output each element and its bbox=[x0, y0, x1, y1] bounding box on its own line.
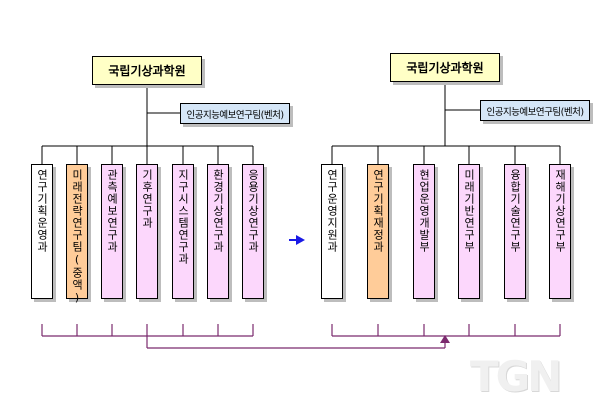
left-sub-team-label: 인공지능예보연구팀(벤처) bbox=[186, 109, 284, 121]
left-unit-label: 연구기획운영과 bbox=[35, 169, 49, 253]
left-org-title: 국립기상과학원 bbox=[108, 64, 186, 78]
left-unit-label: 응용기상연구과 bbox=[246, 169, 260, 253]
left-unit-label: 지구시스템연구과 bbox=[176, 169, 190, 265]
left-unit-box: 지구시스템연구과 bbox=[172, 164, 194, 299]
right-unit-box: 연구운영지원과 bbox=[321, 164, 343, 299]
right-unit-box: 융합기술연구부 bbox=[504, 164, 526, 299]
left-sub-team-box: 인공지능예보연구팀(벤처) bbox=[180, 103, 290, 124]
right-unit-box: 현업운영개발부 bbox=[413, 164, 435, 299]
tgn-watermark: TGN bbox=[470, 352, 562, 401]
left-unit-box: 환경기상연구과 bbox=[207, 164, 229, 299]
right-unit-box: 미래기반연구부 bbox=[458, 164, 480, 299]
right-org-title-box: 국립기상과학원 bbox=[390, 53, 500, 82]
left-unit-label: 관측예보연구과 bbox=[105, 169, 119, 253]
right-unit-label: 연구기획재정과 bbox=[371, 169, 385, 253]
bracket-link-arrowhead bbox=[440, 335, 450, 343]
right-unit-label: 연구운영지원과 bbox=[325, 169, 339, 253]
left-unit-label: 환경기상연구과 bbox=[211, 169, 225, 253]
left-unit-label: 미래전략연구팀(중액) bbox=[70, 169, 84, 305]
right-unit-label: 재해기상연구부 bbox=[553, 169, 567, 253]
right-unit-label: 미래기반연구부 bbox=[462, 169, 476, 253]
right-unit-box: 연구기획재정과 bbox=[367, 164, 389, 299]
left-unit-box: 관측예보연구과 bbox=[101, 164, 123, 299]
right-sub-team-box: 인공지능예보연구팀(벤처) bbox=[480, 100, 590, 121]
left-unit-box: 응용기상연구과 bbox=[242, 164, 264, 299]
left-unit-box: 연구기획운영과 bbox=[31, 164, 53, 299]
right-unit-box: 재해기상연구부 bbox=[549, 164, 571, 299]
left-org-title-box: 국립기상과학원 bbox=[92, 56, 202, 85]
left-unit-label: 기후연구과 bbox=[140, 169, 154, 229]
right-unit-label: 융합기술연구부 bbox=[508, 169, 522, 253]
left-unit-box: 미래전략연구팀(중액) bbox=[66, 164, 88, 305]
right-org-title: 국립기상과학원 bbox=[406, 61, 484, 75]
right-arrow-icon bbox=[296, 235, 305, 245]
left-unit-box: 기후연구과 bbox=[136, 164, 158, 299]
right-sub-team-label: 인공지능예보연구팀(벤처) bbox=[486, 106, 584, 118]
right-unit-label: 현업운영개발부 bbox=[417, 169, 431, 253]
